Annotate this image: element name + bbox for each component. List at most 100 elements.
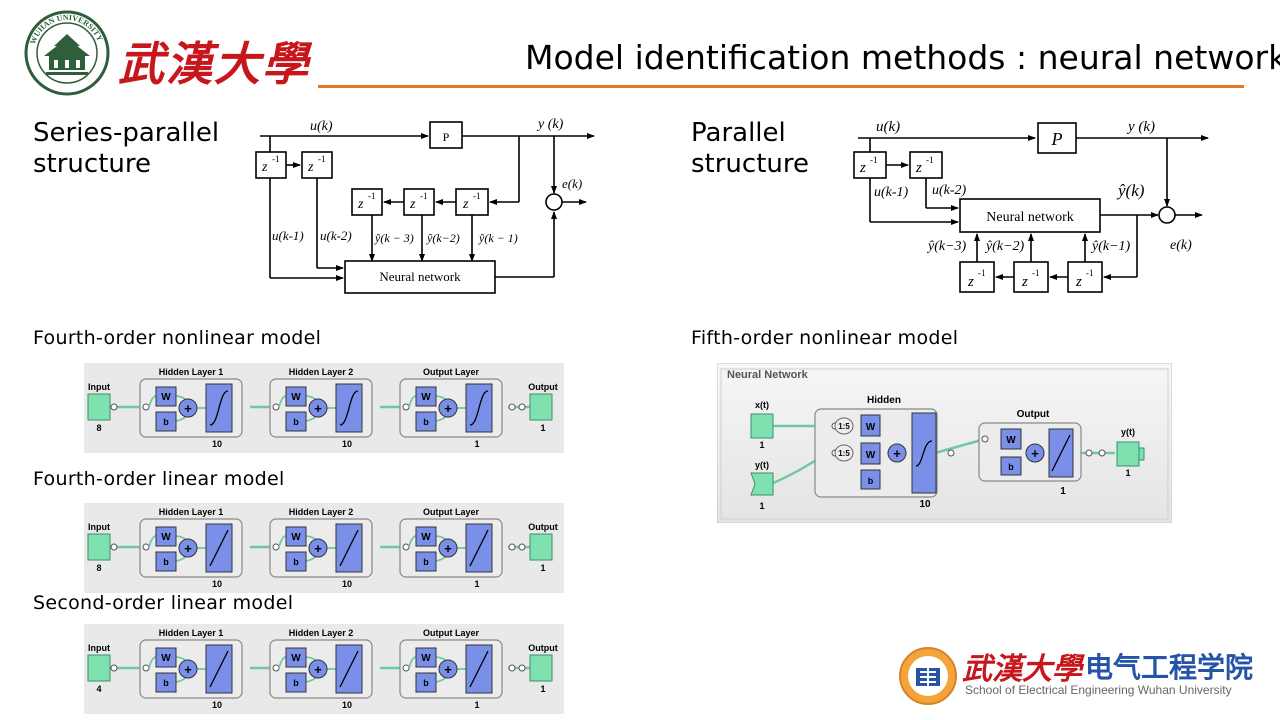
nn-label: Neural network	[986, 210, 1073, 225]
label-error: e(k)	[1170, 238, 1192, 253]
delay-2-label: z	[915, 160, 922, 176]
svg-text:W: W	[421, 653, 431, 664]
svg-text:-1: -1	[318, 154, 326, 164]
output-size: 1	[540, 563, 545, 573]
activation-curve	[209, 529, 229, 567]
label-u1: u(k-1)	[874, 185, 909, 200]
svg-text:W: W	[291, 392, 301, 403]
svg-text:W: W	[161, 532, 171, 543]
delay-5-label: z	[1075, 274, 1082, 290]
svg-text:b: b	[163, 678, 169, 688]
model-title-1: Fourth-order nonlinear model	[33, 327, 322, 349]
delay-5-label: z	[357, 197, 364, 212]
bias-block	[285, 672, 307, 693]
layer-name: Output Layer	[423, 507, 480, 517]
sum-node	[178, 538, 198, 558]
svg-text:1:5: 1:5	[838, 449, 850, 458]
plant-label: P	[1051, 129, 1063, 149]
svg-text:W: W	[866, 450, 876, 461]
y-output-block	[1116, 441, 1140, 467]
layer-size: 10	[212, 579, 222, 589]
y-in-size: 1	[759, 501, 764, 511]
tdl-2	[834, 444, 854, 462]
tdl-1	[834, 417, 854, 435]
y-in-label: y(t)	[755, 460, 769, 470]
bias-block	[155, 551, 177, 572]
input-block	[87, 533, 111, 561]
svg-text:+: +	[444, 541, 452, 556]
sum-node	[438, 659, 458, 679]
layer-name: Hidden Layer 2	[289, 367, 354, 377]
hidden-label: Hidden	[867, 395, 901, 406]
activation-curve	[339, 390, 359, 426]
svg-text:W: W	[421, 392, 431, 403]
university-calligraphy: 武漢大學	[118, 37, 310, 91]
input-size: 8	[96, 563, 101, 573]
input-label: Input	[88, 643, 110, 653]
svg-text:b: b	[293, 678, 299, 688]
x-label: x(t)	[755, 400, 769, 410]
bias-block	[415, 672, 437, 693]
output-label: Output	[528, 522, 558, 532]
svg-text:-1: -1	[272, 154, 280, 164]
label-u2: u(k-2)	[320, 228, 352, 243]
bias-block	[415, 551, 437, 572]
layer-name: Hidden Layer 2	[289, 628, 354, 638]
label-yhat: ŷ(k)	[1116, 181, 1145, 200]
x-size: 1	[759, 440, 764, 450]
sum-node	[438, 398, 458, 418]
layer-name: Hidden Layer 1	[159, 507, 224, 517]
label-u2: u(k-2)	[932, 183, 967, 198]
layer-size: 10	[342, 579, 352, 589]
title-divider	[318, 85, 1244, 88]
svg-text:+: +	[314, 401, 322, 416]
svg-text:-1: -1	[420, 191, 428, 201]
svg-text:W: W	[291, 653, 301, 664]
svg-text:W: W	[291, 532, 301, 543]
model-title-5: Fifth-order nonlinear model	[691, 327, 959, 349]
model-title-2: Fourth-order linear model	[33, 468, 285, 490]
svg-text:1:5: 1:5	[838, 422, 850, 431]
bias-block	[285, 551, 307, 572]
activation-curve	[339, 650, 359, 688]
output-block	[529, 393, 553, 421]
sum-node	[178, 659, 198, 679]
activation-curve	[469, 650, 489, 688]
svg-text:b: b	[1008, 462, 1014, 472]
weight-block	[415, 386, 437, 407]
svg-text:+: +	[444, 662, 452, 677]
label-y3: ŷ(k − 3)	[374, 231, 414, 245]
svg-text:+: +	[893, 446, 901, 461]
svg-text:+: +	[1031, 446, 1039, 461]
label-y3: ŷ(k−3)	[926, 239, 967, 254]
parallel-diagram: u(k) P y (k) z -1 z -1 u(k-1) u(k-2) Neu…	[853, 119, 1209, 293]
hidden-size: 10	[919, 499, 931, 510]
svg-text:b: b	[423, 557, 429, 567]
layer-name: Output Layer	[423, 628, 480, 638]
output-layer-size: 1	[1060, 486, 1066, 497]
weight-block	[415, 526, 437, 547]
delay-1-label: z	[261, 160, 268, 175]
activation-curve	[209, 650, 229, 688]
weight-block	[415, 647, 437, 668]
output-block	[529, 533, 553, 561]
input-block	[87, 654, 111, 682]
x-input-block	[750, 413, 774, 439]
series-parallel-diagram: u(k) P y (k) z -1 z -1 z -1 z -1 z -1 e(…	[255, 117, 595, 294]
y-out-label: y(t)	[1121, 427, 1135, 437]
label-y2: ŷ(k−2)	[984, 239, 1025, 254]
weight-block	[155, 386, 177, 407]
weight-block	[155, 647, 177, 668]
y-out-size: 1	[1125, 468, 1130, 478]
input-block	[87, 393, 111, 421]
panel-title: Neural Network	[727, 369, 809, 381]
delay-4-label: z	[409, 197, 416, 212]
model-title-3: Second-order linear model	[33, 592, 294, 614]
activation-curve	[339, 529, 359, 567]
